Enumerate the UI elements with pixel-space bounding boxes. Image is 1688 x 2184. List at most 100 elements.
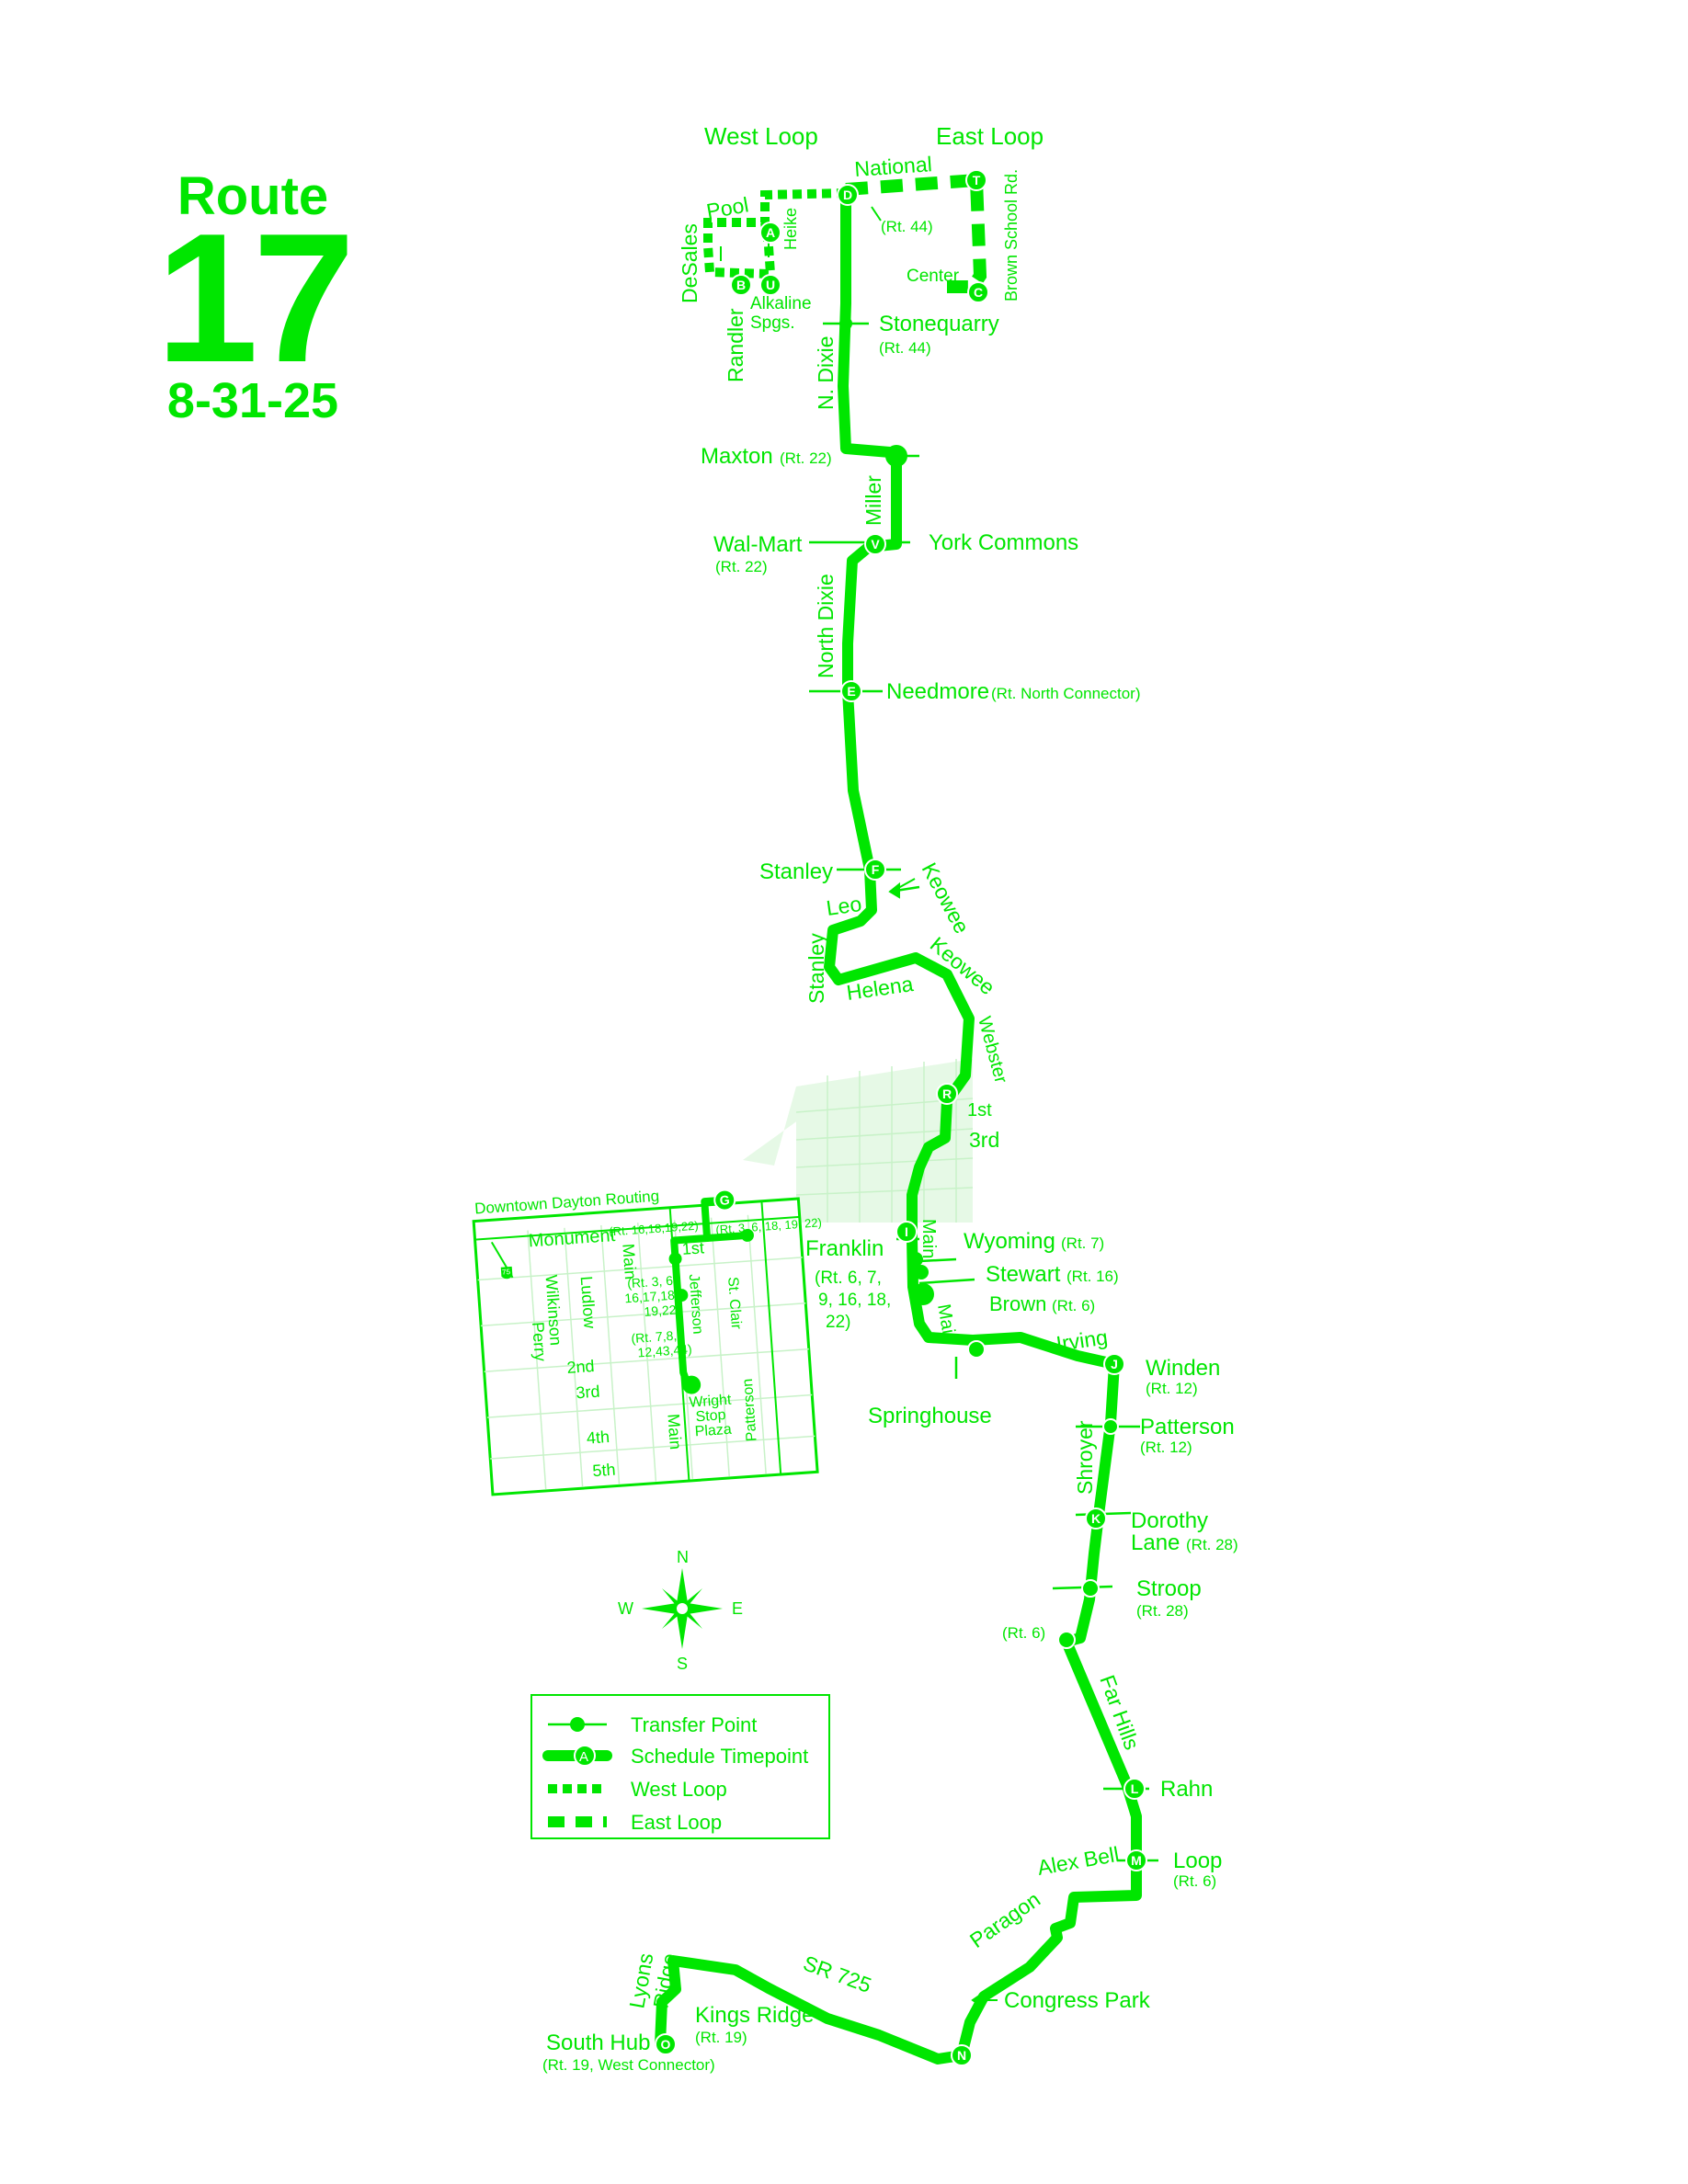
downtown-patterson: Patterson (740, 1378, 760, 1442)
downtown-labels: Downtown Dayton Routing Monument (Rt. 16… (474, 1188, 823, 1481)
compass-e: E (732, 1599, 743, 1618)
downtown-timepoint: G (713, 1189, 736, 1211)
stop-needmore: Needmore (886, 679, 989, 704)
timepoint-letter: J (1111, 1357, 1118, 1371)
timepoint-d: D (837, 184, 859, 206)
timepoint-o: O (655, 2033, 677, 2055)
timepoint-v: V (864, 533, 886, 555)
downtown-jefferson-routes-1: (Rt. 7,8,9 (631, 1327, 685, 1346)
downtown-main-bottom: Main (664, 1413, 685, 1450)
stop-kings-ridge: Kings Ridge (695, 2003, 814, 2028)
timepoint-c: C (967, 281, 989, 303)
stop-walmart-routes: (Rt. 22) (715, 558, 768, 575)
stop-maxton-routes: (Rt. 22) (780, 449, 832, 467)
downtown-stop: Stop (695, 1407, 726, 1425)
timepoint-letter: A (766, 225, 775, 240)
stop-south-hub: South Hub (546, 2030, 650, 2055)
street-shroyer: Shroyer (1073, 1420, 1097, 1495)
stop-walmart: Wal-Mart (713, 532, 803, 557)
stop-needmore-routes: (Rt. North Connector) (991, 685, 1141, 702)
downtown-jefferson: Jefferson (686, 1274, 706, 1336)
transfer-points (839, 317, 1119, 1649)
timepoint-b: B (730, 274, 752, 296)
timepoint-letter: R (942, 1086, 952, 1101)
stop-franklin-routes-3: 22) (826, 1313, 850, 1332)
route-number: 17 (155, 196, 355, 401)
timepoint-letter: E (847, 684, 855, 699)
rt6-transfer-point (1057, 1631, 1076, 1649)
stop-rt6-routes: (Rt. 6) (1002, 1624, 1045, 1642)
street-n-dixie: N. Dixie (814, 336, 838, 410)
stop-patterson: Patterson (1140, 1415, 1235, 1439)
stop-york-commons: York Commons (929, 530, 1078, 555)
street-main-1: Main (918, 1219, 939, 1258)
timepoint-letter: T (973, 173, 981, 188)
stonequarry-transfer-point (839, 317, 852, 330)
compass-w: W (618, 1599, 633, 1618)
timepoint-letter: U (766, 278, 775, 292)
timepoint-u: U (759, 274, 781, 296)
legend-transfer-label: Transfer Point (631, 1713, 757, 1736)
stop-lane: Lane (1131, 1530, 1180, 1555)
downtown-main-routes-3: 19,22) (644, 1302, 681, 1319)
brown-transfer-point (912, 1283, 934, 1305)
stop-franklin-routes-2: 9, 16, 18, (818, 1291, 891, 1310)
downtown-2nd: 2nd (566, 1357, 595, 1377)
downtown-ludlow: Ludlow (577, 1276, 599, 1330)
street-randler: Randler (724, 308, 747, 382)
downtown-st-clair: St. Clair (724, 1277, 744, 1331)
springhouse-transfer-point (967, 1340, 986, 1359)
downtown-plaza: Plaza (694, 1422, 732, 1440)
timepoint-e: E (840, 680, 862, 702)
timepoint-letter: I (905, 1224, 908, 1239)
maxton-transfer-point (885, 445, 907, 467)
street-national: National (854, 152, 933, 181)
downtown-jefferson-routes-2: 12,43,44) (637, 1341, 692, 1359)
timepoint-r: R (936, 1083, 958, 1105)
legend: A Transfer Point Schedule Timepoint West… (530, 1694, 830, 1839)
street-alkaline: Alkaline (750, 294, 812, 313)
street-pool: Pool (704, 192, 750, 223)
street-webster: Webster (974, 1015, 1011, 1086)
stop-maxton: Maxton (701, 444, 773, 469)
stop-stonequarry: Stonequarry (879, 312, 999, 336)
street-paragon: Paragon (965, 1887, 1044, 1952)
timepoint-i: I (895, 1221, 918, 1243)
timepoint-t: T (965, 169, 987, 191)
street-desales: DeSales (678, 223, 701, 303)
timepoint-m: M (1125, 1849, 1147, 1871)
stop-brown: Brown (989, 1292, 1046, 1315)
street-heike: Heike (781, 208, 800, 250)
stop-winden-routes: (Rt. 12) (1146, 1380, 1198, 1397)
timepoint-letter: G (719, 1192, 730, 1208)
timepoint-letter: N (957, 2048, 966, 2063)
stop-south-hub-routes: (Rt. 19, West Connector) (542, 2056, 715, 2074)
street-north-dixie: North Dixie (814, 574, 838, 678)
stop-winden: Winden (1146, 1356, 1220, 1381)
downtown-4th: 4th (586, 1428, 610, 1448)
stop-wyoming-routes: (Rt. 7) (1061, 1234, 1104, 1252)
downtown-perry: Perry (529, 1321, 550, 1361)
stop-stroop-routes: (Rt. 28) (1136, 1602, 1189, 1620)
legend-timepoint-label: Schedule Timepoint (631, 1745, 808, 1768)
interstate-75-shield: 75 (500, 1266, 513, 1280)
downtown-main-routes-2: 16,17,18, (624, 1287, 679, 1305)
street-leo: Leo (825, 892, 863, 920)
legend-east-loop-label: East Loop (631, 1811, 722, 1834)
stop-stonequarry-routes: (Rt. 44) (879, 339, 931, 357)
street-alex-bell: Alex Bell (1035, 1842, 1121, 1880)
downtown-5th: 5th (592, 1461, 616, 1481)
wyoming-transfer-point (908, 1252, 923, 1267)
stop-loop-routes: (Rt. 6) (1173, 1872, 1216, 1890)
timepoint-letter: L (1131, 1781, 1139, 1796)
stop-brown-routes: (Rt. 6) (1052, 1297, 1095, 1314)
stop-dorothy: Dorothy (1131, 1508, 1208, 1533)
timepoint-n: N (951, 2044, 973, 2066)
route-label: Route (177, 166, 329, 226)
downtown-inset: Downtown Dayton Routing Monument (Rt. 16… (472, 1188, 823, 1496)
east-loop-title: East Loop (936, 122, 1044, 150)
stop-stewart-routes: (Rt. 16) (1066, 1268, 1119, 1285)
stop-stewart: Stewart (986, 1262, 1061, 1287)
street-keowee-1: Keowee (918, 859, 975, 938)
route-arrows (720, 206, 998, 2008)
